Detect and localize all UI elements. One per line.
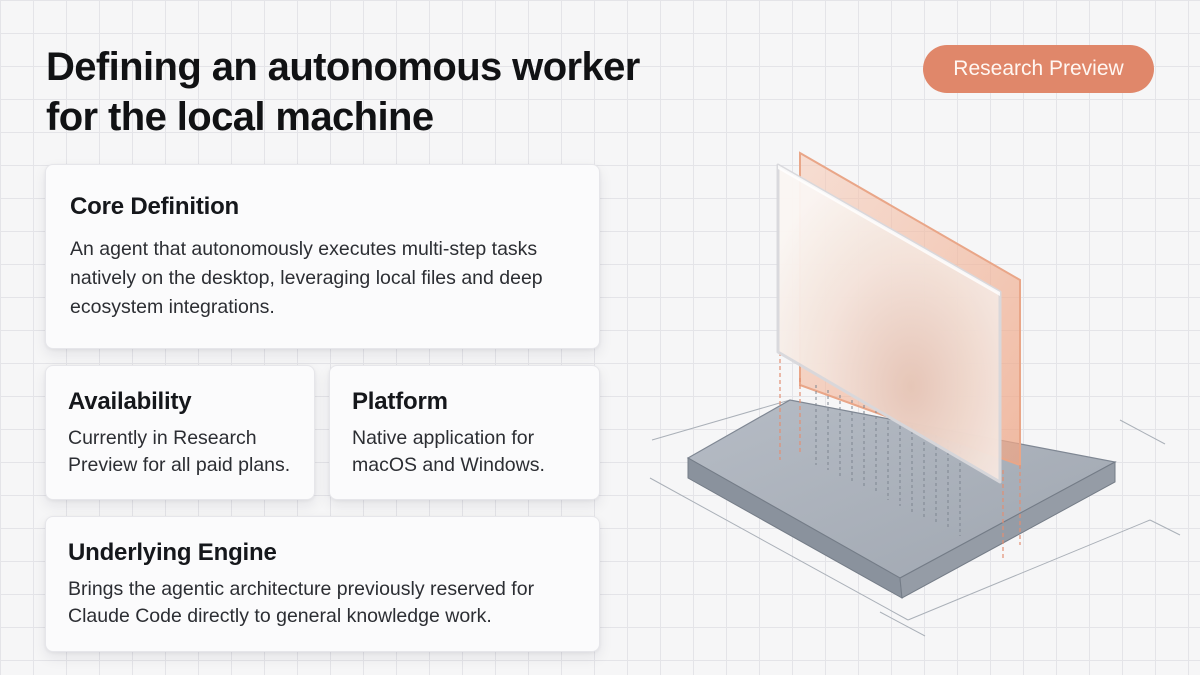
research-preview-badge: Research Preview — [923, 45, 1154, 93]
underlying-engine-heading: Underlying Engine — [68, 539, 277, 566]
desktop-window-illustration — [649, 151, 1181, 637]
platform-card: Platform Native application for macOS an… — [329, 365, 600, 500]
availability-text: Currently in Research Preview for all pa… — [68, 427, 291, 476]
title-line-2: for the local machine — [46, 95, 434, 139]
projection-lines-accent — [779, 352, 1021, 560]
core-definition-heading: Core Definition — [70, 193, 239, 220]
platform-text: Native application for macOS and Windows… — [352, 427, 545, 476]
platform-base — [686, 399, 1117, 599]
projection-lines — [815, 385, 961, 536]
availability-card: Availability Currently in Research Previ… — [45, 365, 315, 500]
title-line-1: Defining an autonomous worker — [46, 45, 640, 89]
availability-heading: Availability — [68, 388, 192, 415]
core-definition-text: An agent that autonomously executes mult… — [70, 238, 543, 318]
platform-heading: Platform — [352, 388, 448, 415]
guide-lines — [649, 399, 1181, 637]
page-title: Defining an autonomous worker for the loc… — [46, 42, 746, 142]
underlying-engine-card: Underlying Engine Brings the agentic arc… — [45, 516, 600, 652]
underlying-engine-text: Brings the agentic architecture previous… — [68, 578, 535, 627]
core-definition-card: Core Definition An agent that autonomous… — [45, 164, 600, 349]
